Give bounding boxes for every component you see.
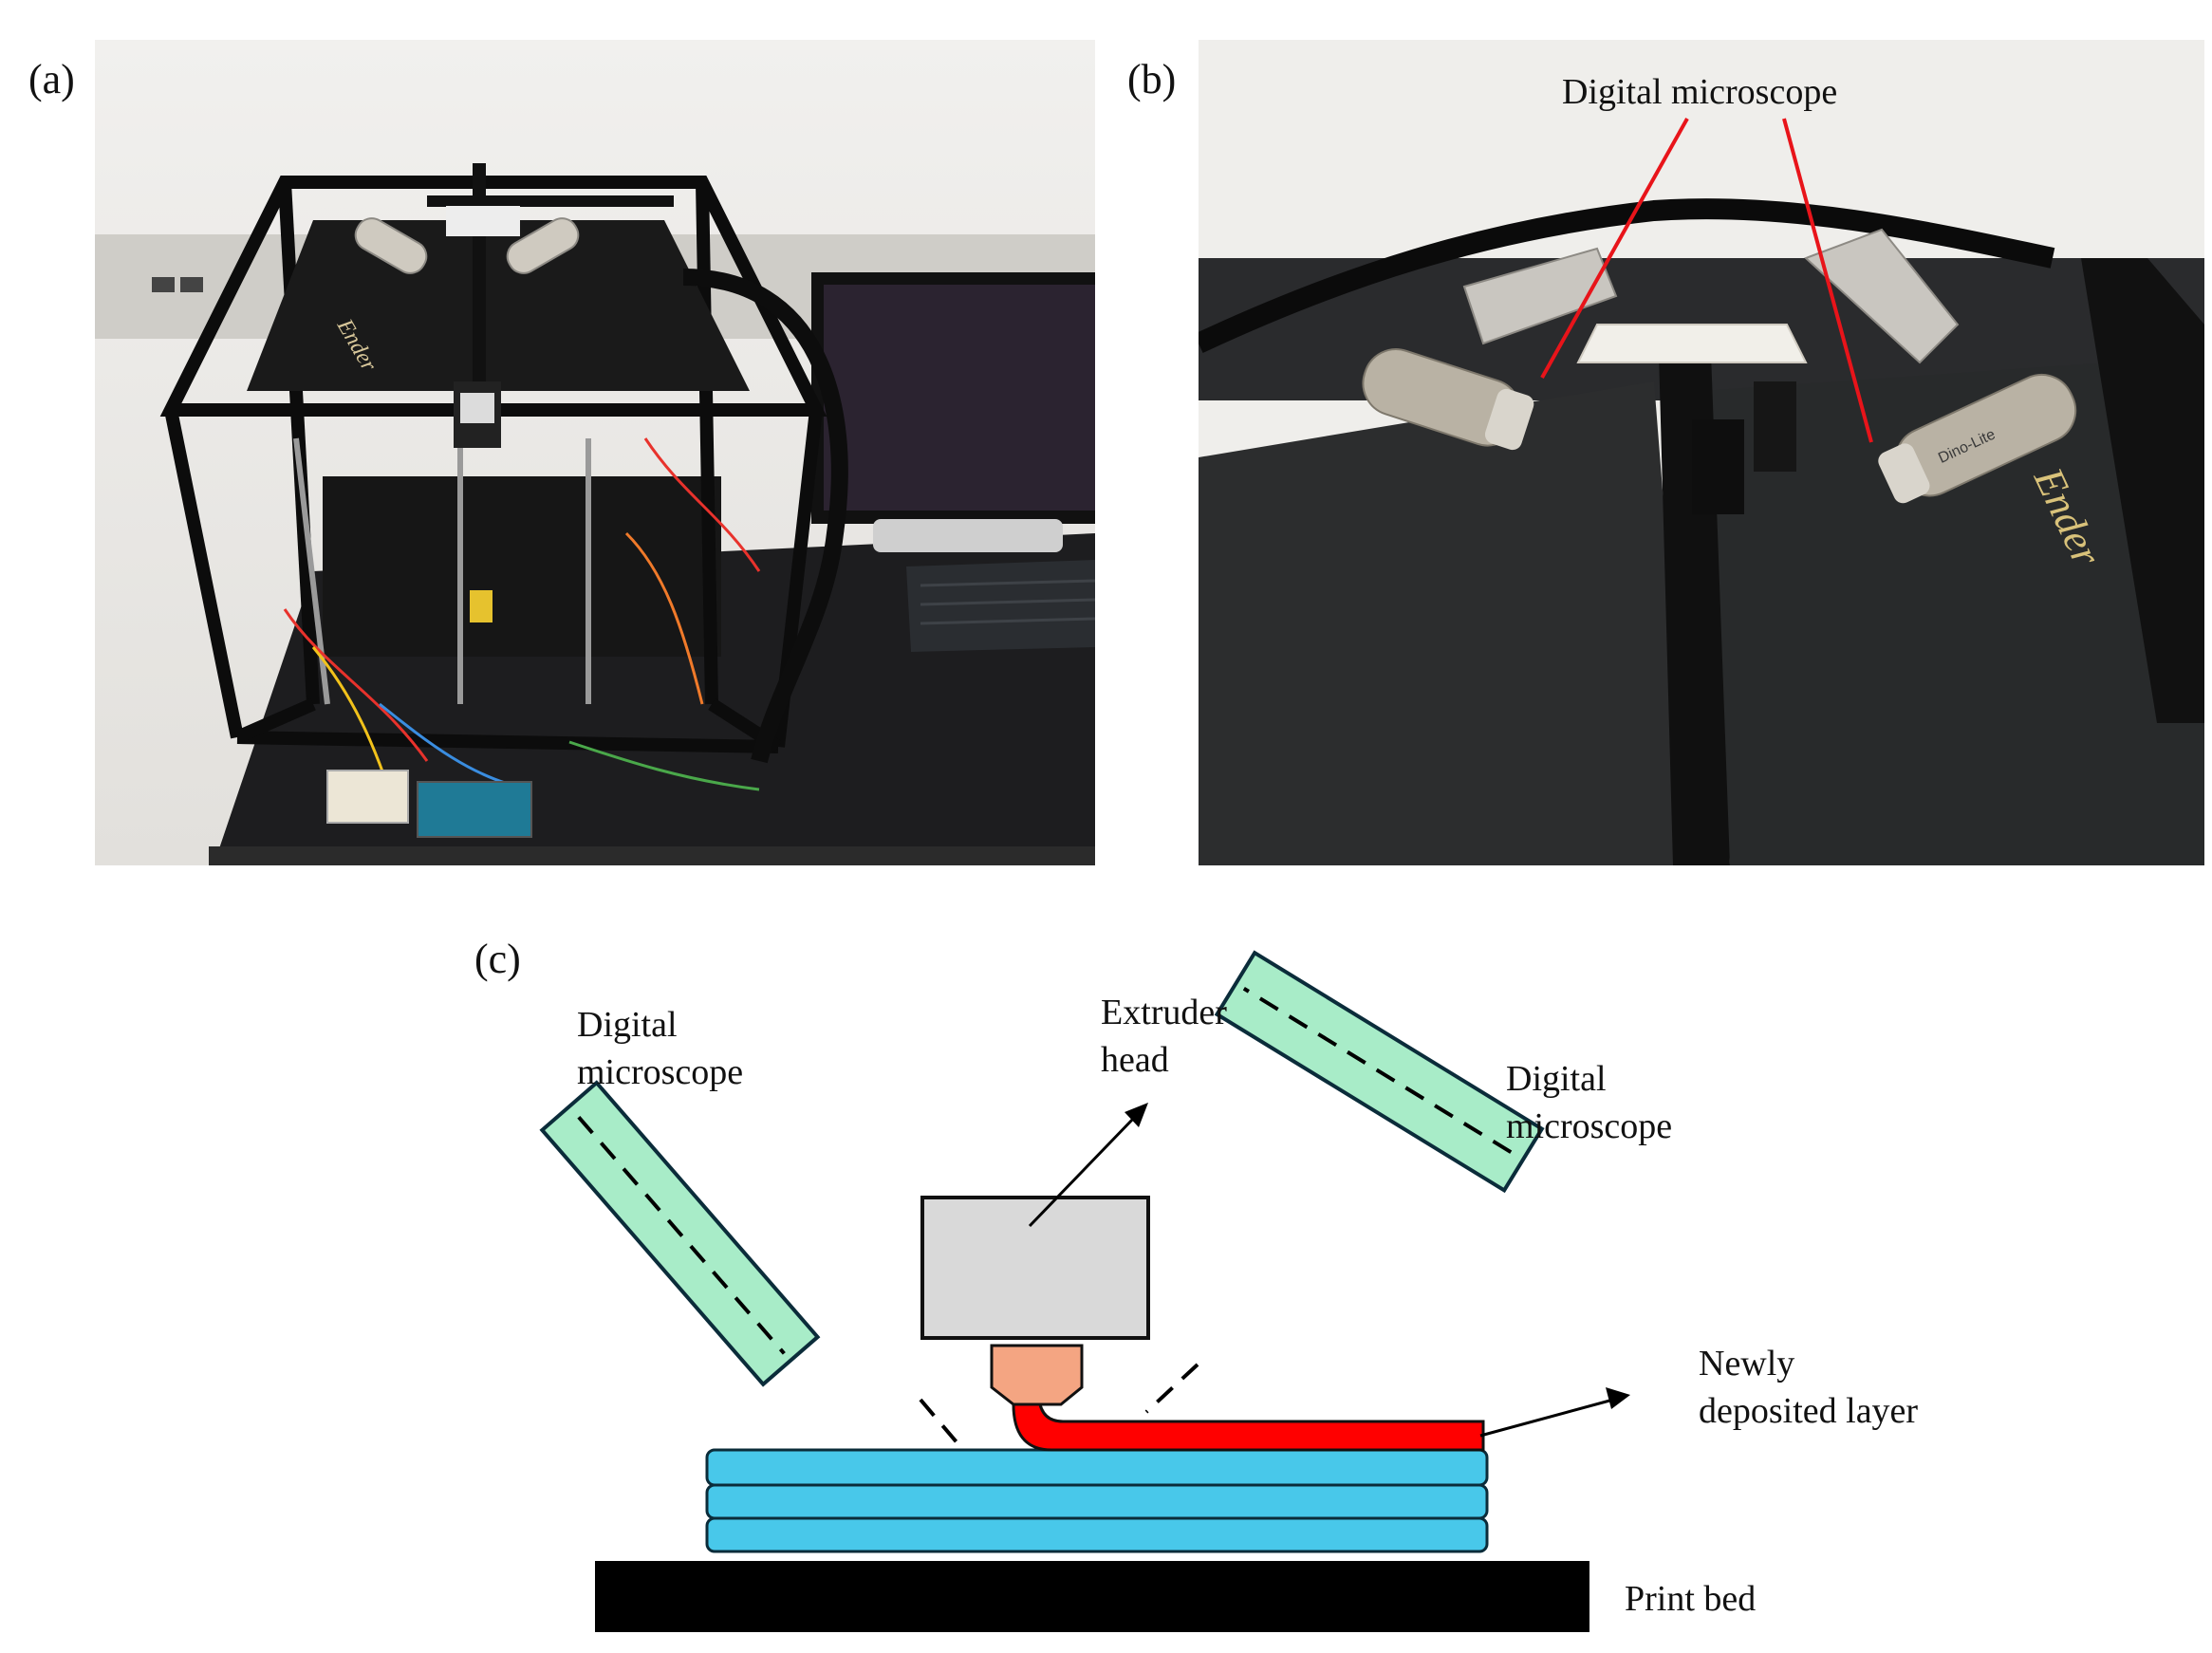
label-extruder-head: Extruder head [1101,989,1227,1084]
callout-digital-microscope: Digital microscope [1562,72,1838,112]
layer-3 [705,1516,1489,1553]
layer-2 [705,1483,1489,1520]
new-layer-arrow [1479,1398,1614,1438]
label-microscope-right-line1: Digital [1506,1059,1607,1099]
microscope-left-tube [539,1080,821,1387]
label-extruder-line2: head [1101,1040,1169,1080]
new-layer-arrowhead [1606,1387,1630,1409]
panel-c-label: (c) [474,936,521,982]
microscope-right-tube [1214,950,1545,1194]
callout-line-right [1782,118,1873,443]
layer-1 [705,1448,1489,1487]
microscope-right-beam [1144,1363,1199,1414]
panel-b-label: (b) [1127,56,1177,102]
photo-microscopes-closeup: Dino-Lite Ender [1199,40,2204,865]
label-deposited-line1: Newly [1699,1344,1795,1384]
label-print-bed: Print bed [1625,1579,1757,1619]
extruder-arrowhead [1125,1103,1148,1127]
label-microscope-right-line2: microscope [1506,1106,1673,1146]
label-microscope-left: Digital microscope [577,1001,743,1096]
new-layer [1012,1398,1485,1452]
microscope-left-beam [919,1398,965,1452]
label-microscope-left-line2: microscope [577,1052,744,1092]
nozzle [990,1344,1084,1406]
label-microscope-right: Digital microscope [1506,1055,1672,1150]
callout-line-left [1540,118,1689,379]
label-newly-deposited-layer: Newly deposited layer [1699,1340,1918,1435]
panel-a-label: (a) [28,56,75,102]
print-bed [595,1561,1589,1632]
photo-printer-setup: Ender [95,40,1095,865]
extruder-arrow [1028,1116,1136,1228]
label-extruder-line1: Extruder [1101,993,1227,1032]
label-microscope-left-line1: Digital [577,1005,678,1045]
label-deposited-line2: deposited layer [1699,1391,1919,1431]
